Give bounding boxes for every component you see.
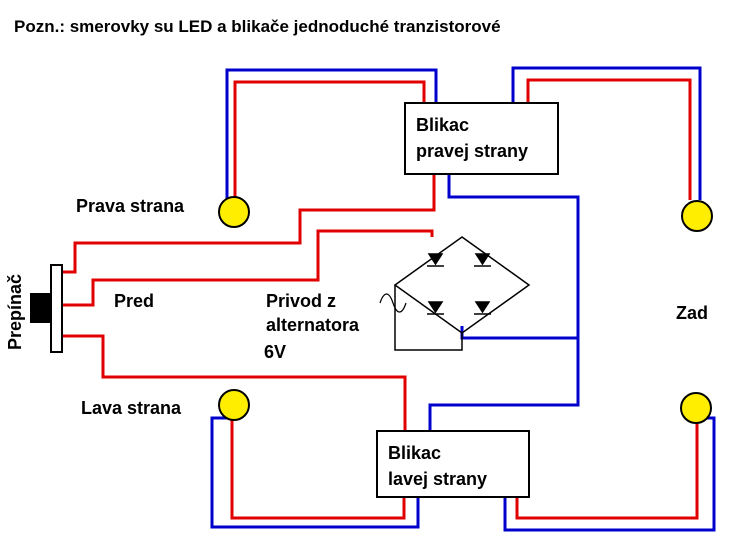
- led-left-front: [218, 389, 250, 421]
- red-wire-left-supply: [62, 334, 407, 430]
- label-lava-strana: Lava strana: [81, 398, 182, 418]
- label-privod-line1: Privod z: [266, 291, 337, 311]
- blinker-right-line1: Blikac: [416, 115, 470, 135]
- blue-wire-right-rear: [511, 66, 702, 200]
- blinker-right-line2: pravej strany: [416, 141, 529, 161]
- red-wire-left-rear: [515, 418, 699, 520]
- label-voltage: 6V: [264, 342, 287, 362]
- blue-wire-left-rear: [503, 416, 716, 532]
- led-left-rear: [680, 392, 712, 424]
- blinker-left-line2: lavej strany: [388, 469, 488, 489]
- label-pred: Pred: [114, 291, 155, 311]
- rectifier-bridge: [393, 236, 531, 351]
- blue-wire-bridge-neg: [460, 326, 578, 340]
- label-zad: Zad: [676, 303, 709, 323]
- red-wires: [62, 78, 699, 520]
- red-wire-right-rear: [526, 78, 692, 200]
- red-wire-left-front: [230, 418, 406, 520]
- blinker-left-box: Blikac lavej strany: [376, 430, 530, 498]
- red-wire-right-supply: [62, 175, 436, 274]
- blue-wires: [210, 66, 716, 532]
- switch-body: [50, 264, 63, 353]
- diagram-note: Pozn.: smerovky su LED a blikače jednodu…: [14, 17, 501, 36]
- label-prava-strana: Prava strana: [76, 196, 185, 216]
- blinker-left-line1: Blikac: [388, 443, 442, 463]
- blinker-right-box: Blikac pravej strany: [404, 102, 559, 175]
- red-wire-alternator: [62, 229, 434, 307]
- blue-wire-left-front: [210, 416, 420, 529]
- label-privod-line2: alternatora: [266, 315, 360, 335]
- led-right-front: [218, 196, 250, 228]
- ac-source-icon: [379, 293, 407, 313]
- red-wire-right-front: [233, 80, 426, 200]
- label-prepinac: Prepínač: [5, 273, 25, 350]
- led-right-rear: [681, 200, 713, 232]
- switch-knob: [30, 293, 52, 323]
- blue-wire-bus: [428, 175, 580, 430]
- blue-wire-right-front: [225, 68, 438, 200]
